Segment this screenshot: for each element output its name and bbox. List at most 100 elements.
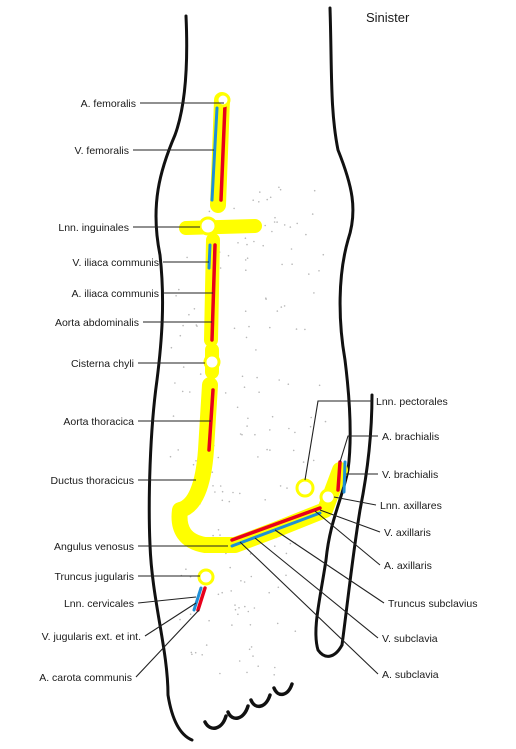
label-a-subclavia: A. subclavia [382,669,439,681]
right-body-contour [314,6,355,658]
label-ductus-thoracicus: Ductus thoracicus [51,475,134,487]
leader-truncus-subclavius [274,529,385,604]
node-inguinal [198,216,218,236]
leader-a-subclavia [239,541,379,675]
stipple-dot [236,406,239,409]
label-aorta-abdominalis: Aorta abdominalis [55,317,139,329]
stipple-dot [191,653,193,656]
stipple-dot [266,448,268,451]
stipple-dot [179,618,181,621]
highlight-inguinal [179,219,262,235]
stipple-dot [252,199,254,201]
stipple-dot [289,542,292,545]
label-cisterna-chyli: Cisterna chyli [71,358,134,370]
stipple-dot [256,376,258,379]
stipple-dot [219,267,222,269]
stipple-dot [238,607,240,609]
stipple-dot [244,237,247,239]
label-lnn-pectorales: Lnn. pectorales [376,396,448,408]
stipple-dot [294,630,297,632]
stipple-dot [243,386,246,389]
stipple-dot [219,534,221,536]
leader-a-brachialis [339,435,378,463]
label-truncus-jugularis: Truncus jugularis [54,571,134,583]
label-lnn-axillares: Lnn. axillares [380,500,442,512]
stipple-dot [221,591,223,594]
stipple-dot [234,604,236,606]
stipple-dot [229,566,231,569]
stipple-dot [181,390,184,393]
stipple-dot [265,298,267,300]
stipple-dot [257,665,260,667]
stipple-dot [227,254,230,257]
vein-brachialis [342,460,347,494]
stipple-dot [212,534,214,537]
stipple-dot [201,654,203,656]
vein-iliaca-communis [207,243,212,270]
stipple-dot [250,646,253,648]
stipple-dot [264,224,267,227]
stipple-dot [286,487,288,489]
stipple-dot [169,455,172,458]
label-v-axillaris: V. axillaris [384,527,431,539]
diagram-title: Sinister [366,10,410,25]
label-v-jugularis: V. jugularis ext. et int. [42,631,141,643]
stipple-dot [231,624,233,626]
leader-lnn-axillares [333,496,377,506]
stipple-dot [312,459,315,462]
vein-subclavia [230,511,322,548]
stipple-dot [278,379,281,381]
left-body-contour [147,14,194,742]
stipple-dot [266,198,269,201]
stipple-dot [224,392,227,394]
stipple-dot [291,263,293,266]
stipple-dot [309,425,312,428]
label-a-brachialis: A. brachialis [382,431,439,443]
stipple-dot [313,189,316,192]
stipple-dot [302,461,305,463]
stipple-dot [279,188,282,191]
stipple-dot [189,391,191,393]
stipple-dot [304,328,306,331]
stipple-dot [232,491,234,494]
stipple-dot [233,207,235,210]
stipple-dot [269,449,271,451]
stipple-dot [313,292,315,294]
artery-femoral [219,103,227,202]
stipple-dot [277,586,280,589]
artery-iliaca-abdominalis [210,243,217,342]
node-pectoral [295,478,315,498]
stipple-dot [249,624,252,626]
leader-lines [133,102,385,678]
stipple-dot [250,575,253,578]
stipple-dot [246,425,248,427]
stipple-dot [268,591,271,594]
stipple-dot [179,334,182,337]
stipple-dot [195,460,197,462]
stipple-dot [208,210,211,213]
stipple-dot [248,648,251,651]
stipple-dot [311,213,314,215]
stipple-dot [273,674,276,676]
stipple-dot [274,666,276,669]
body-outline [147,6,374,742]
stipple-dot [234,608,237,611]
stipple-dot [259,191,261,193]
artery-brachialis [336,460,342,492]
bottom-contour [340,393,374,647]
stipple-dot [281,263,283,266]
stipple-dot [194,651,197,654]
stipple-dot [292,449,295,452]
stipple-dot [271,415,274,418]
stipple-dot [264,499,267,501]
stipple-dot [186,256,188,259]
stipple-dot [175,295,177,297]
stipple-dot [245,336,248,339]
label-v-subclavia: V. subclavia [382,633,438,645]
stipple-dot [240,580,242,582]
stipple-dot [288,427,290,430]
stipple-dot [208,619,210,622]
stipple-dot [283,305,286,307]
stipple-dot [239,433,242,435]
